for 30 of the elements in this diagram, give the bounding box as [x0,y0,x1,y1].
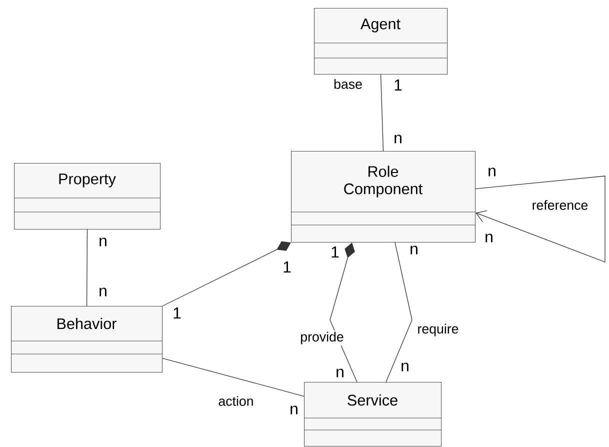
association-line [386,242,412,382]
class-box: Role Component [290,151,476,243]
multiplicity-label: n [336,368,344,378]
class-box: Property [14,163,161,230]
edge-label: reference [530,198,590,212]
multiplicity-label: n [486,234,492,242]
class-box: Agent [314,8,448,75]
multiplicity-label: n [290,406,298,414]
multiplicity-label: 1 [394,80,402,90]
multiplicity-label: n [100,238,106,246]
multiplicity-label: n [402,362,408,372]
multiplicity-label: 1 [174,308,181,318]
multiplicity-label: n [394,134,402,144]
edge-label: provide [298,330,346,346]
class-box: Behavior [10,306,163,373]
edge-label: base [332,78,364,90]
association-line [86,229,88,306]
association-line [330,242,358,382]
multiplicity-label: n [100,288,106,296]
edge-label: require [416,322,460,338]
multiplicity-label: n [410,246,418,254]
association-line [380,74,384,152]
multiplicity-label: n [488,168,496,176]
class-box: Service [304,382,442,447]
association-line [162,241,291,306]
association-line [162,358,304,397]
association-line [475,176,606,262]
multiplicity-label: 1 [284,262,291,272]
multiplicity-label: 1 [332,246,339,258]
edge-label: action [216,394,256,408]
